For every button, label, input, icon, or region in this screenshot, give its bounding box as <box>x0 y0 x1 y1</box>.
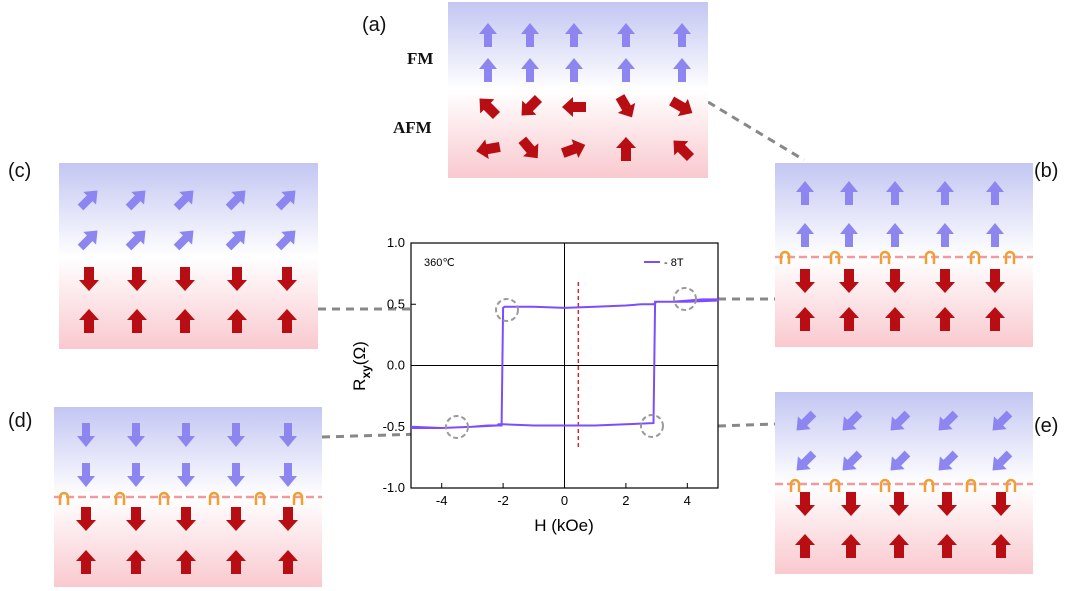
circle-e <box>640 414 664 438</box>
y-tick-label: -1.0 <box>383 480 405 495</box>
y-axis-label: Rxy(Ω) <box>350 341 373 391</box>
afm-layer-label: AFM <box>393 118 432 137</box>
zero-axes <box>411 243 718 488</box>
panel-label-a: (a) <box>362 14 387 36</box>
x-tick-label: 2 <box>622 493 629 508</box>
panel-label-e: (e) <box>1034 415 1059 437</box>
fm-layer-label: FM <box>407 49 434 68</box>
panel-label-b: (b) <box>1034 160 1059 182</box>
x-tick-label: -2 <box>497 493 509 508</box>
chart-annotation: 360℃ <box>424 257 455 269</box>
legend-label: - 8T <box>664 257 684 269</box>
panel-b-fm-layer <box>775 163 1033 257</box>
panel-c-fm-layer <box>59 163 318 257</box>
circle-c <box>495 298 519 322</box>
y-axis-label-unit: (Ω) <box>350 341 369 365</box>
series-line-8T <box>410 298 719 430</box>
hysteresis-chart: -4 -2 0 2 4 -1.0 -0.5 0.0 0.5 1.0 360℃ - 8T H (k… <box>350 235 719 535</box>
y-tick-label: 0.5 <box>387 296 405 311</box>
circle-b <box>673 287 697 311</box>
y-tick-labels: -1.0 -0.5 0.0 0.5 1.0 <box>383 235 405 495</box>
y-tick-label: -0.5 <box>383 419 405 434</box>
connector-a-b <box>707 100 805 162</box>
circle-d <box>445 415 469 439</box>
y-axis-label-main: R <box>350 379 369 391</box>
panel-a <box>448 2 708 178</box>
dashed-circles <box>445 287 697 439</box>
x-tick-labels: -4 -2 0 2 4 <box>436 493 691 508</box>
panel-label-c: (c) <box>8 160 32 182</box>
x-tick-label: 0 <box>561 493 568 508</box>
y-tick-label: 0.0 <box>387 358 405 373</box>
x-tick-label: -4 <box>436 493 448 508</box>
x-ticks <box>441 483 688 488</box>
x-axis-label: H (kOe) <box>534 516 594 535</box>
panel-c <box>59 163 318 349</box>
panel-e <box>775 392 1033 574</box>
panel-d <box>54 407 322 587</box>
panel-b <box>775 163 1033 347</box>
x-tick-label: 4 <box>684 493 691 508</box>
y-axis-label-sub: xy <box>359 365 373 379</box>
y-tick-label: 1.0 <box>387 235 405 250</box>
panel-label-d: (d) <box>8 410 33 432</box>
